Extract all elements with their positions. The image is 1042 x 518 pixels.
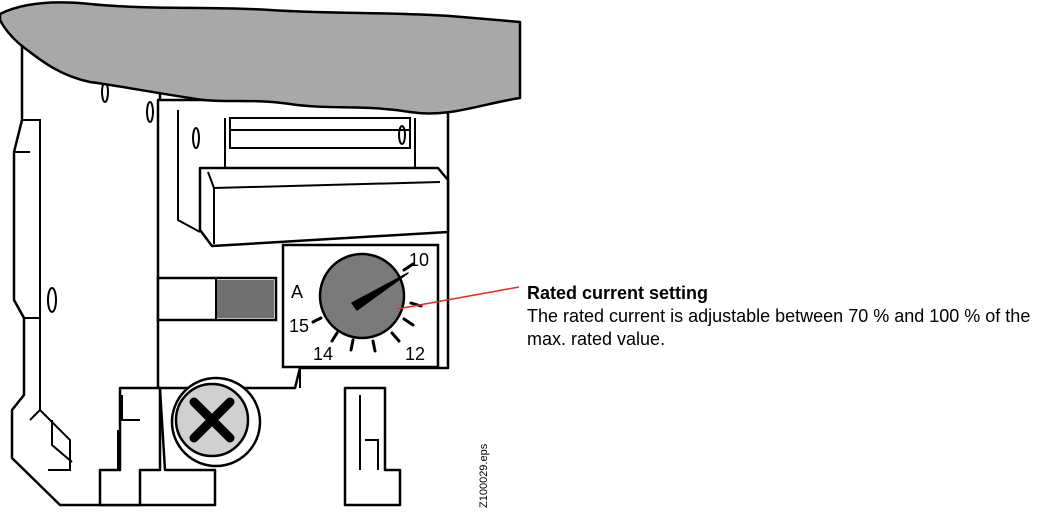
file-code-label: Z100029.eps xyxy=(478,443,490,508)
dial-label-15: 15 xyxy=(289,316,309,336)
dial-unit-label: A xyxy=(291,282,303,302)
switch-handle xyxy=(198,166,450,248)
cutaway-cover xyxy=(0,1,522,115)
dial-tick-marks xyxy=(311,262,423,353)
callout: Rated current setting The rated current … xyxy=(527,282,1037,351)
housing-side xyxy=(10,18,217,507)
tick-mark xyxy=(349,338,355,352)
tick-mark xyxy=(311,316,323,324)
trip-indicator-slider xyxy=(156,276,278,322)
tick-mark xyxy=(402,317,415,327)
rated-current-dial xyxy=(318,252,409,340)
tick-mark xyxy=(330,331,339,343)
front-face-details xyxy=(157,110,411,388)
switch-handle-details xyxy=(207,118,441,244)
dial-pointer xyxy=(351,272,409,311)
dial-label-14: 14 xyxy=(313,344,333,364)
callout-title: Rated current setting xyxy=(527,283,709,303)
slider-fill xyxy=(216,280,274,318)
callout-leader-line xyxy=(396,286,520,310)
dial-label-10: 10 xyxy=(409,250,429,270)
terminal-details xyxy=(121,395,379,470)
terminal-blocks xyxy=(98,386,402,507)
tick-mark xyxy=(371,339,377,353)
callout-body: The rated current is adjustable between … xyxy=(527,306,1031,349)
tick-mark xyxy=(402,262,415,272)
dial-label-12: 12 xyxy=(405,344,425,364)
tick-mark xyxy=(390,331,401,343)
terminal-screw xyxy=(170,376,262,468)
